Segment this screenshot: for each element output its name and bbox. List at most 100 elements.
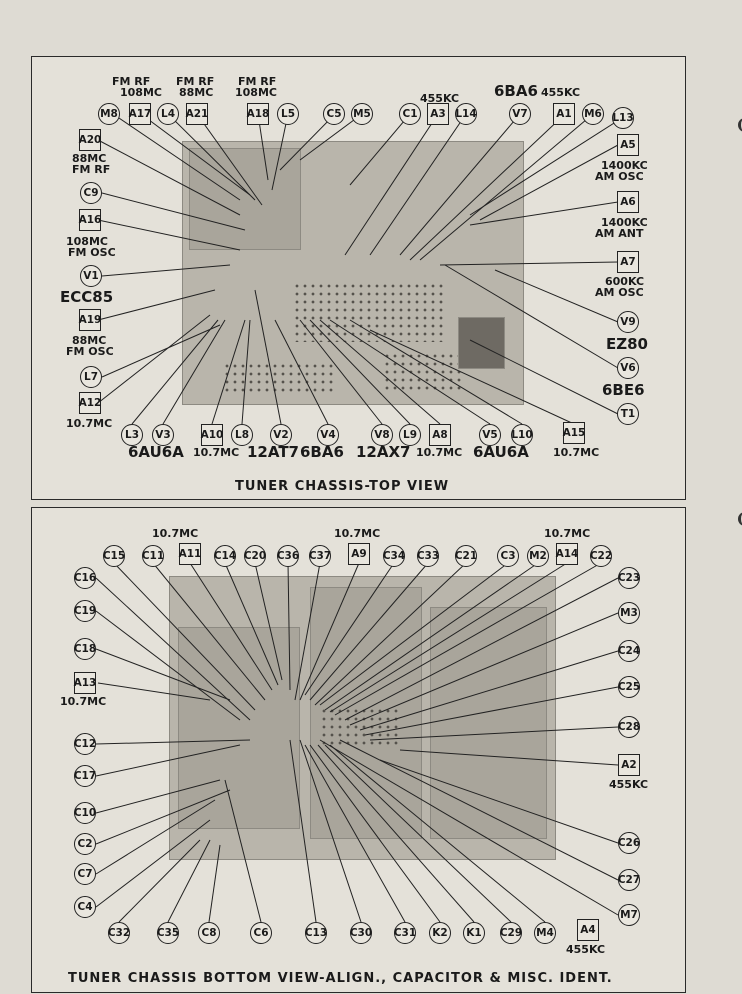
- callout-L10: L10: [511, 424, 533, 446]
- callout-A10: A10: [201, 424, 223, 446]
- callout-V5: V5: [479, 424, 501, 446]
- callout-M3: M3: [618, 602, 640, 624]
- binder-mark-top: [738, 118, 742, 132]
- callout-C24: C24: [618, 640, 640, 662]
- label-amosc-a7: AM OSC: [595, 286, 644, 299]
- top-vent-holes-2: [223, 362, 333, 392]
- callout-A6: A6: [617, 191, 639, 213]
- top-chassis-shield: [189, 148, 301, 250]
- callout-M6: M6: [582, 103, 604, 125]
- label-fmosc-a16: FM OSC: [68, 246, 116, 259]
- label-455kc-a1: 455KC: [541, 86, 581, 99]
- label-107mc-a8: 10.7MC: [416, 446, 463, 459]
- callout-A11: A11: [179, 543, 201, 565]
- callout-C26: C26: [618, 832, 640, 854]
- callout-A17: A17: [129, 103, 151, 125]
- callout-C19: C19: [74, 600, 96, 622]
- label-88mc-a20: 88MC: [72, 152, 107, 165]
- label-108mc-a17: 108MC: [120, 86, 162, 99]
- callout-L7: L7: [80, 366, 102, 388]
- callout-C21: C21: [455, 545, 477, 567]
- callout-V1: V1: [80, 265, 102, 287]
- callout-V6: V6: [617, 357, 639, 379]
- callout-A13: A13: [74, 672, 96, 694]
- callout-L14: L14: [455, 103, 477, 125]
- bottom-chassis-photo: [169, 576, 556, 860]
- callout-C33: C33: [417, 545, 439, 567]
- label-107mc-a9: 10.7MC: [334, 527, 381, 540]
- callout-M5: M5: [351, 103, 373, 125]
- bottom-view-panel: TUNER CHASSIS BOTTOM VIEW-ALIGN., CAPACI…: [31, 507, 686, 993]
- callout-C34: C34: [383, 545, 405, 567]
- callout-C29: C29: [500, 922, 522, 944]
- callout-A4: A4: [577, 919, 599, 941]
- callout-L8: L8: [231, 424, 253, 446]
- callout-A3: A3: [427, 103, 449, 125]
- callout-C20: C20: [244, 545, 266, 567]
- callout-C7: C7: [74, 863, 96, 885]
- callout-C9: C9: [80, 182, 102, 204]
- callout-C8: C8: [198, 922, 220, 944]
- callout-C5: C5: [323, 103, 345, 125]
- callout-C3: C3: [497, 545, 519, 567]
- callout-V3: V3: [152, 424, 174, 446]
- label-108mc-a18: 108MC: [235, 86, 277, 99]
- label-107mc-a14: 10.7MC: [544, 527, 591, 540]
- callout-A9: A9: [348, 543, 370, 565]
- callout-V9: V9: [617, 311, 639, 333]
- callout-C25: C25: [618, 676, 640, 698]
- label-108mc-a16: 108MC: [66, 235, 108, 248]
- bottom-left-compartment: [178, 627, 300, 829]
- callout-A15: A15: [563, 422, 585, 444]
- callout-L3: L3: [121, 424, 143, 446]
- callout-C31: C31: [394, 922, 416, 944]
- label-ez80: EZ80: [606, 335, 648, 353]
- callout-A16: A16: [79, 209, 101, 231]
- binder-mark-bottom: [738, 512, 742, 526]
- callout-V7: V7: [509, 103, 531, 125]
- label-107mc-a15: 10.7MC: [553, 446, 600, 459]
- label-88mc-a21: 88MC: [179, 86, 214, 99]
- label-88mc-a19: 88MC: [72, 334, 107, 347]
- top-view-panel: TUNER CHASSIS-TOP VIEW: [31, 56, 686, 500]
- label-fmrf-a18: FM RF: [238, 75, 277, 88]
- top-chassis-photo: [182, 141, 524, 405]
- callout-M7: M7: [618, 904, 640, 926]
- label-amosc-a5: AM OSC: [595, 170, 644, 183]
- callout-A21: A21: [186, 103, 208, 125]
- callout-C18: C18: [74, 638, 96, 660]
- callout-A7: A7: [617, 251, 639, 273]
- callout-A12: A12: [79, 392, 101, 414]
- callout-A18: A18: [247, 103, 269, 125]
- label-107mc-a13: 10.7MC: [60, 695, 107, 708]
- label-107mc-a10: 10.7MC: [193, 446, 240, 459]
- callout-L5: L5: [277, 103, 299, 125]
- callout-C37: C37: [309, 545, 331, 567]
- callout-C28: C28: [618, 716, 640, 738]
- callout-L13: L13: [612, 107, 634, 129]
- top-vent-holes-1: [293, 282, 443, 342]
- callout-C16: C16: [74, 567, 96, 589]
- callout-L4: L4: [157, 103, 179, 125]
- callout-A14: A14: [556, 543, 578, 565]
- callout-A5: A5: [617, 134, 639, 156]
- callout-C1: C1: [399, 103, 421, 125]
- label-6ba6-bottom: 6BA6: [300, 443, 344, 461]
- callout-T1: T1: [617, 403, 639, 425]
- callout-C32: C32: [108, 922, 130, 944]
- callout-V4: V4: [317, 424, 339, 446]
- callout-C23: C23: [618, 567, 640, 589]
- callout-V8: V8: [371, 424, 393, 446]
- label-fmrf-a21: FM RF: [176, 75, 215, 88]
- top-vent-holes-3: [383, 352, 463, 392]
- callout-C30: C30: [350, 922, 372, 944]
- callout-C35: C35: [157, 922, 179, 944]
- callout-C6: C6: [250, 922, 272, 944]
- callout-M4: M4: [534, 922, 556, 944]
- label-fmrf-a17: FM RF: [112, 75, 151, 88]
- label-fmrf-a20: FM RF: [72, 163, 111, 176]
- callout-C22: C22: [590, 545, 612, 567]
- callout-C2: C2: [74, 833, 96, 855]
- label-455kc-a2: 455KC: [609, 778, 649, 791]
- label-ecc85: ECC85: [60, 288, 114, 306]
